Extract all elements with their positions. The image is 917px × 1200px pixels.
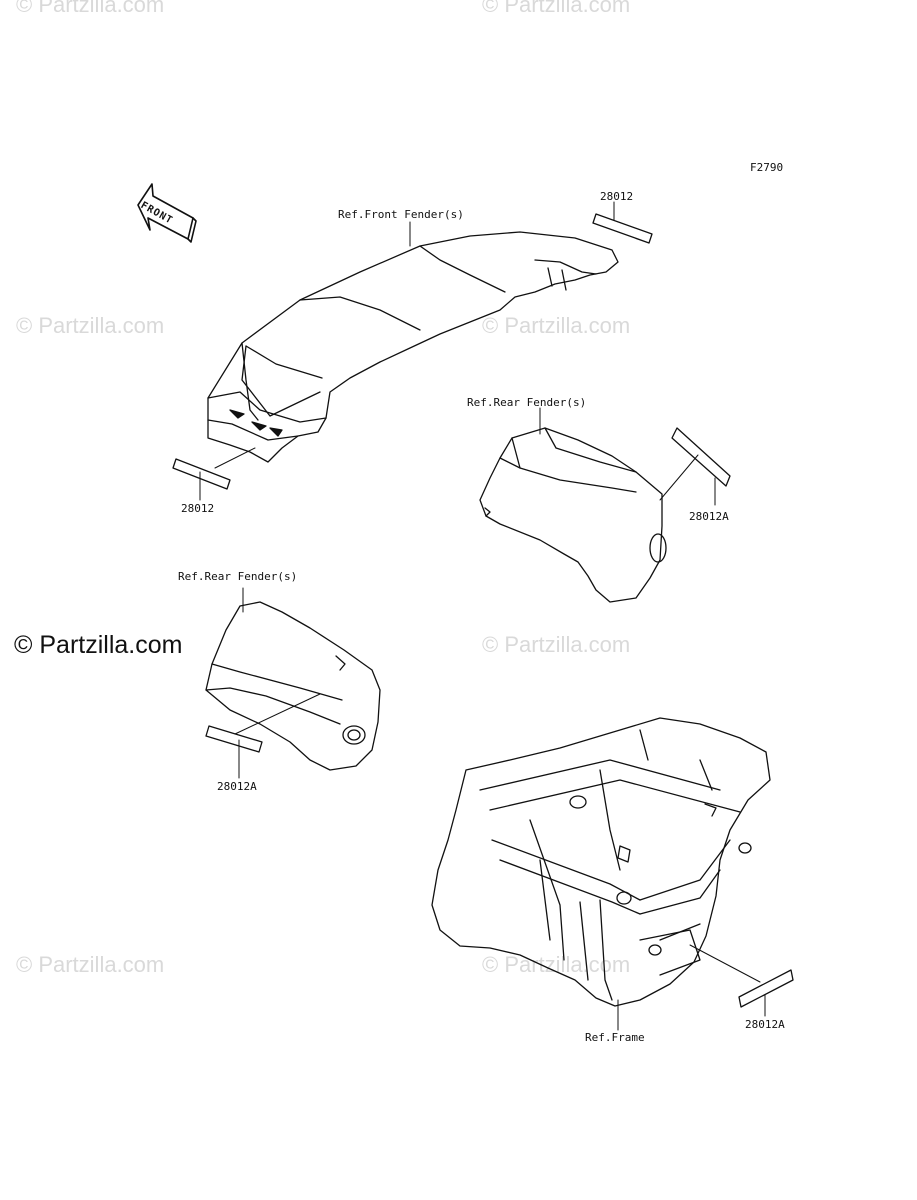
watermark-text: © Partzilla.com xyxy=(482,313,631,338)
watermark-text: © Partzilla.com xyxy=(16,952,165,977)
rear-fender-right-shape xyxy=(479,427,667,603)
callout-part-number: 28012 xyxy=(600,190,634,203)
watermark-text: © Partzilla.com xyxy=(16,313,165,338)
callout-rear-fender-ref: Ref.Rear Fender(s) xyxy=(467,396,587,409)
decal-shape xyxy=(738,969,794,1008)
callout-front-fender-ref: Ref.Front Fender(s) xyxy=(338,208,464,221)
callout-part-number: 28012 xyxy=(181,502,215,515)
callout-part-number: 28012A xyxy=(689,510,729,523)
leader-lines xyxy=(199,201,766,1031)
decal-shape xyxy=(592,213,653,244)
watermark-main: © Partzilla.com xyxy=(14,631,183,659)
frame-shape xyxy=(431,717,771,1007)
watermark-text: © Partzilla.com xyxy=(482,632,631,657)
callout-rear-fender-ref: Ref.Rear Fender(s) xyxy=(178,570,298,583)
callout-part-number: 28012A xyxy=(745,1018,785,1031)
diagram-code: F2790 xyxy=(750,161,784,174)
front-arrow-icon xyxy=(137,183,197,243)
callout-frame-ref: Ref.Frame xyxy=(585,1031,645,1044)
watermark-text: © Partzilla.com xyxy=(482,952,631,977)
front-fender-shape xyxy=(207,231,619,463)
decal-shape xyxy=(172,458,231,490)
rear-fender-left-shape xyxy=(205,601,381,771)
watermark-text: © Partzilla.com xyxy=(482,0,631,17)
decal-shape xyxy=(205,725,263,753)
callout-part-number: 28012A xyxy=(217,780,257,793)
watermark-text: © Partzilla.com xyxy=(16,0,165,17)
decal-shape xyxy=(671,427,731,487)
